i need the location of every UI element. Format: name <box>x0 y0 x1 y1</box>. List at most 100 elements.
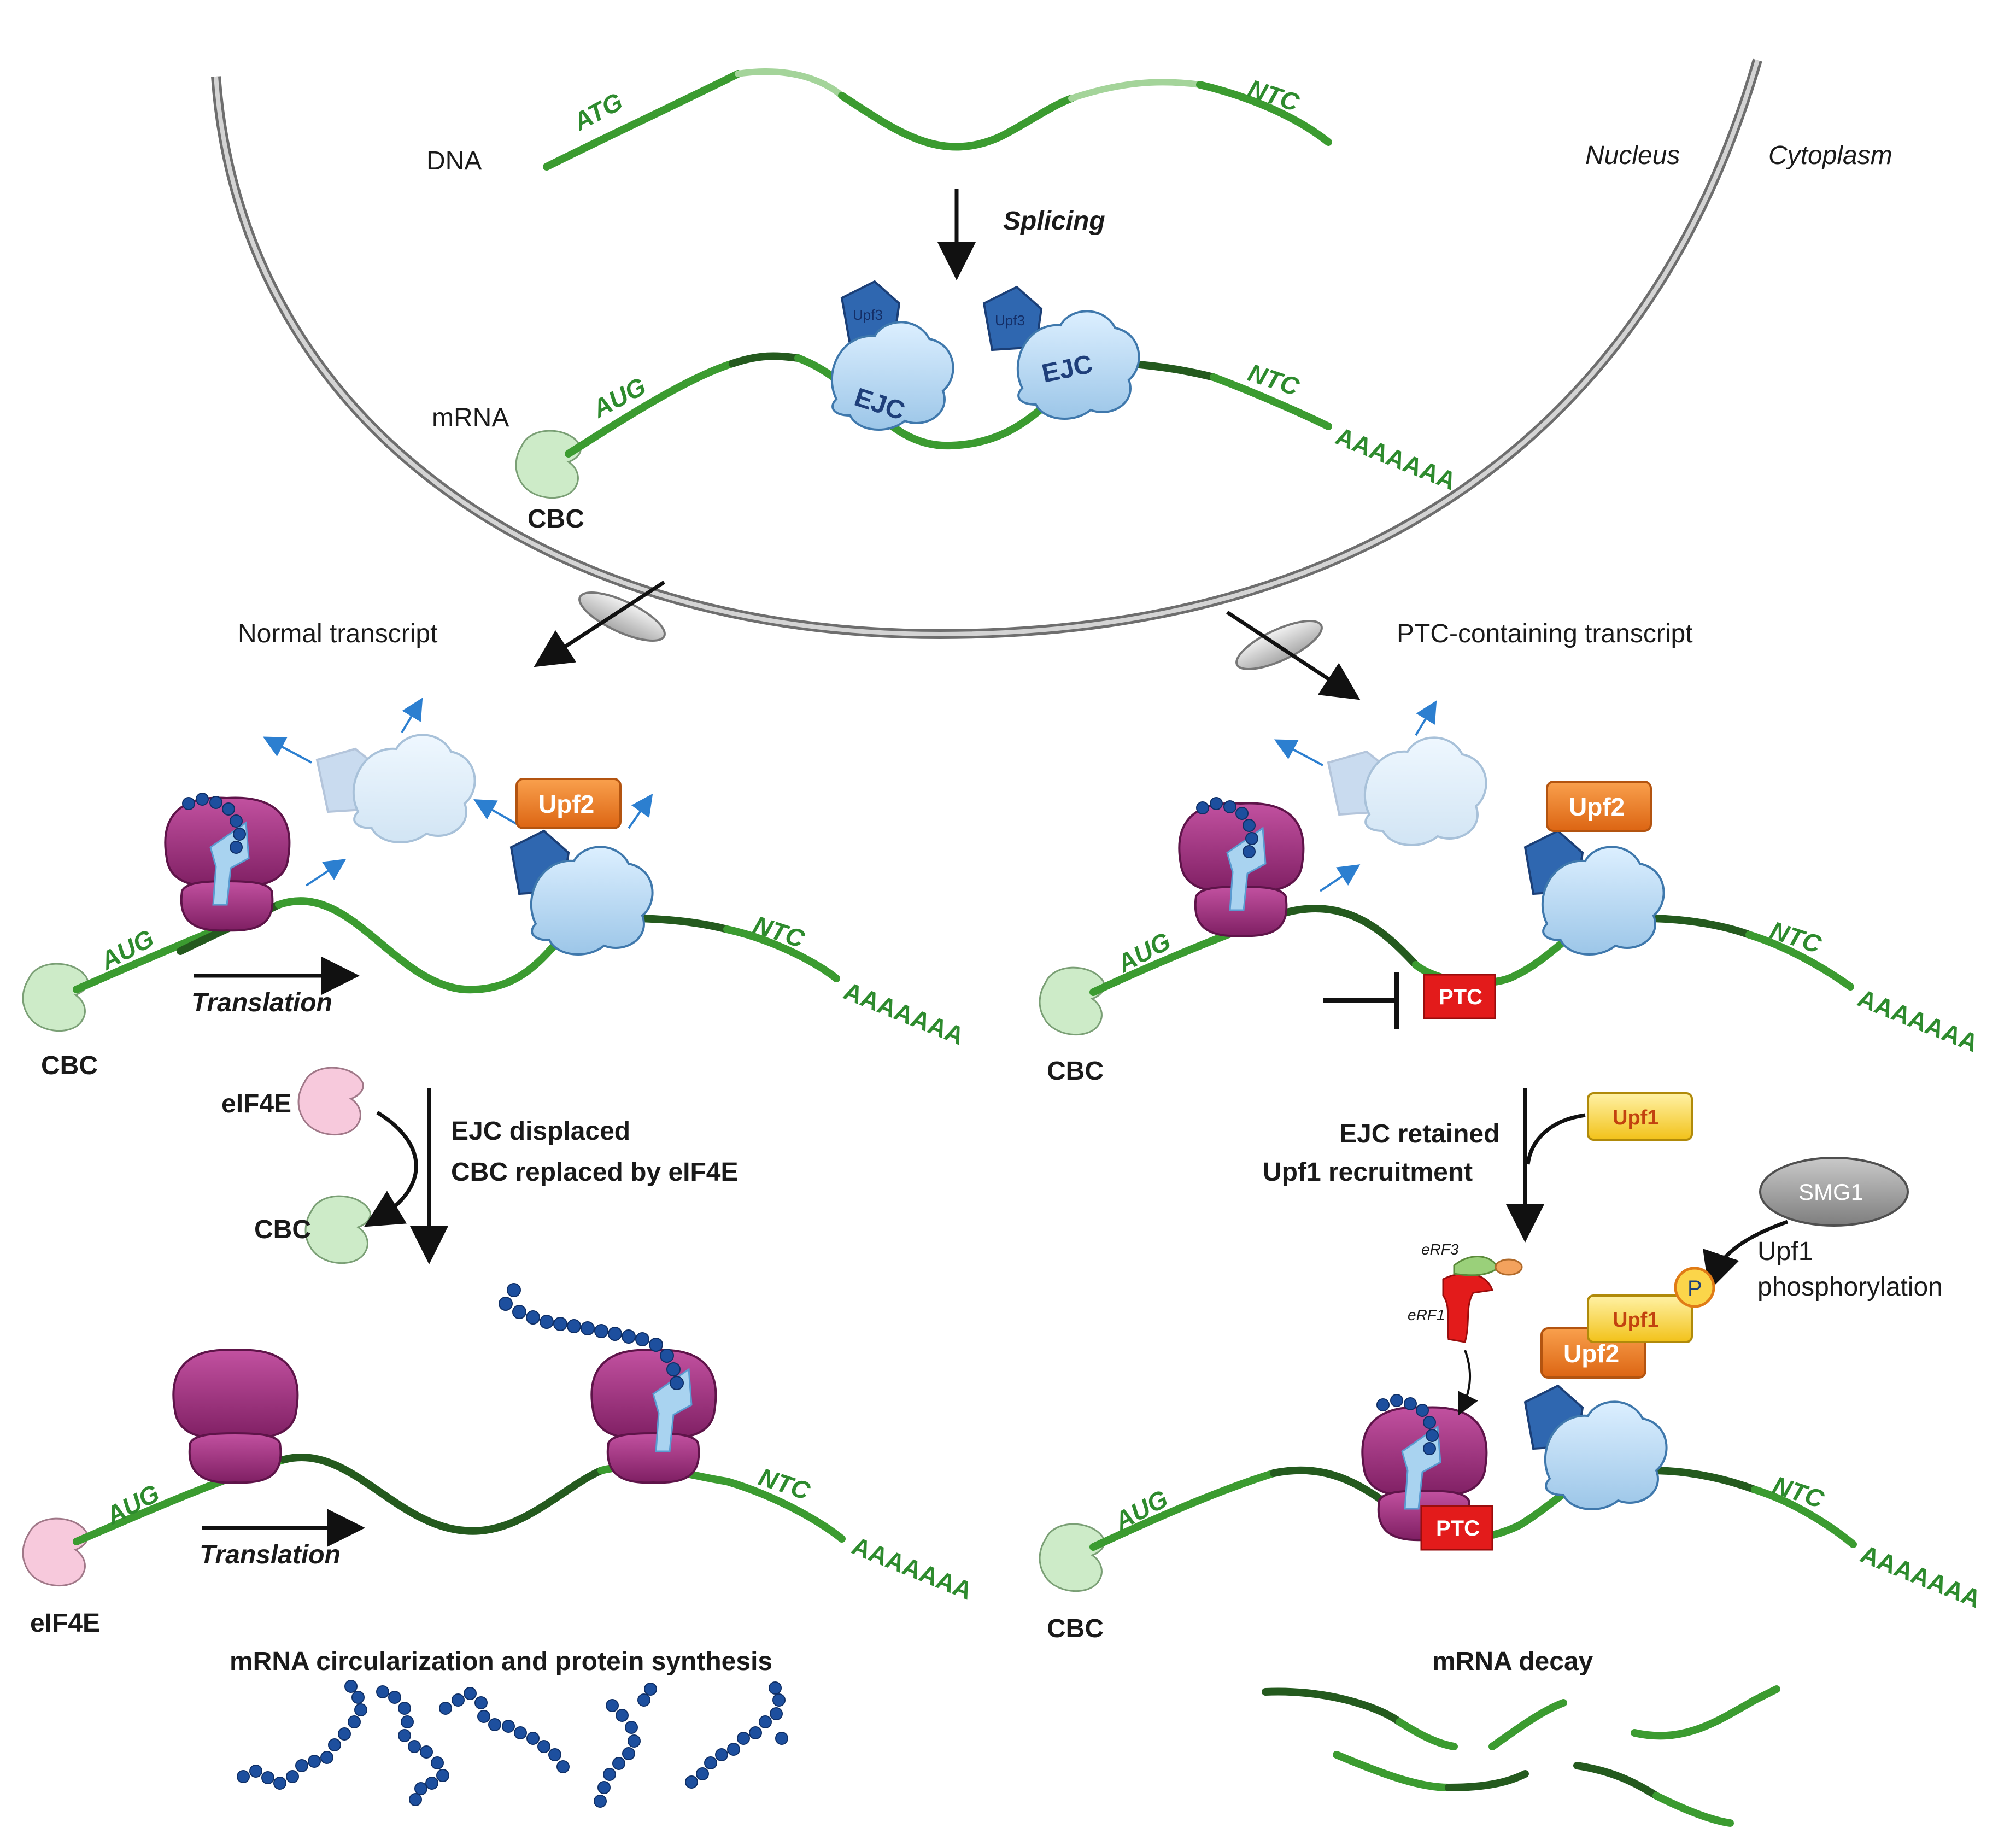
export-arrow-normal <box>534 581 665 667</box>
upf2-label-ptc: Upf2 <box>1569 793 1625 821</box>
erf3-gtp <box>1495 1258 1523 1276</box>
mrna-aug-label: AUG <box>587 372 650 423</box>
upf1-recruit-curve <box>1526 1113 1586 1165</box>
ptc-box-decay <box>1420 1505 1493 1551</box>
dna-label: DNA <box>426 147 482 175</box>
erf1-label: eRF1 <box>1408 1306 1445 1323</box>
ptc-transcript-label: PTC-containing transcript <box>1397 619 1693 648</box>
exchange-curve-arrow <box>364 1111 418 1227</box>
release-arrow-ptc-2 <box>1415 700 1437 736</box>
release-arrow-2 <box>401 698 423 734</box>
cbc-cap-normal <box>22 963 89 1032</box>
decayed-fragments <box>1262 1685 1780 1827</box>
ntc-label-bottom: NTC <box>755 1462 814 1505</box>
dna-intron-2 <box>1068 79 1203 102</box>
release-arrow-4 <box>473 799 520 827</box>
translation-label-bottom: Translation <box>200 1540 341 1569</box>
normal-transcript-label: Normal transcript <box>238 619 437 648</box>
peptide-normal <box>182 793 246 854</box>
ejc-retained-label: EJC retained <box>1339 1120 1499 1148</box>
normal-transcript-translating: CBC AUG NTC AAAAAAA Translation Upf2 <box>22 698 968 1080</box>
cbc-label-leaving: CBC <box>254 1215 311 1244</box>
ptc-label-middle: PTC <box>1439 985 1482 1009</box>
polya-label-bottom: AAAAAAA <box>848 1531 976 1605</box>
eif4e-label-bottom: eIF4E <box>30 1609 100 1638</box>
upf2-box-normal <box>515 778 622 829</box>
upf1-recruitment-label: Upf1 recruitment <box>1263 1158 1473 1187</box>
ribosome-bottom-1 <box>172 1349 299 1484</box>
cbc-label-decay: CBC <box>1047 1614 1104 1643</box>
polya-label-decay: AAAAAAA <box>1856 1539 1985 1613</box>
displaced-ejc-normal <box>315 734 476 844</box>
upf2-box-ptc <box>1546 781 1652 832</box>
cbc-label-normal: CBC <box>41 1051 98 1080</box>
upf1-label-incoming: Upf1 <box>1613 1106 1658 1129</box>
aug-label-bottom: AUG <box>101 1479 164 1530</box>
phosphorylation-label-1: Upf1 <box>1757 1237 1813 1266</box>
mrna-label: mRNA <box>432 403 509 432</box>
export-arrow-ptc <box>1226 611 1361 700</box>
dna-exon-1 <box>543 70 742 171</box>
upf1-label-decay: Upf1 <box>1613 1309 1658 1332</box>
phosphate-badge <box>1674 1267 1715 1308</box>
synthesized-proteins <box>237 1680 788 1808</box>
smg1-kinase <box>1759 1157 1909 1227</box>
upf2-label-decay: Upf2 <box>1563 1339 1619 1368</box>
cbc-cap-nucleus <box>515 430 582 499</box>
erf3-label: eRF3 <box>1421 1241 1459 1258</box>
upf1-box-decay <box>1587 1294 1693 1343</box>
smg1-label: SMG1 <box>1798 1179 1863 1205</box>
erf-binding-arrow <box>1458 1350 1478 1416</box>
phosphorylation-label-2: phosphorylation <box>1757 1273 1943 1302</box>
polya-label-ptc: AAAAAAA <box>1854 983 1982 1057</box>
dna-exon-2 <box>838 92 1075 151</box>
splicing-label: Splicing <box>1003 207 1105 236</box>
cbc-leaving <box>304 1195 371 1264</box>
peptide-decay <box>1376 1394 1439 1455</box>
ptc-transcript-translating: CBC AUG NTC AAAAAAA Upf2 PTC <box>1039 700 1982 1086</box>
polya-label-normal: AAAAAAA <box>840 976 968 1050</box>
ptc-box-middle <box>1423 974 1496 1019</box>
erf3-factor <box>1453 1256 1499 1276</box>
cbc-label-ptc: CBC <box>1047 1057 1104 1086</box>
cbc-replaced-label: CBC replaced by eIF4E <box>451 1158 739 1187</box>
release-arrow-ptc-3 <box>1319 864 1361 892</box>
release-arrow-1 <box>262 736 312 764</box>
dna-exon-3 <box>1196 81 1332 146</box>
cbc-label-nucleus: CBC <box>528 505 584 534</box>
mrna-nucleus-dark-1 <box>729 352 802 367</box>
release-arrow-ptc-1 <box>1274 739 1323 766</box>
eif4e-label-incoming: eIF4E <box>221 1089 291 1118</box>
nuclear-pore-left <box>578 591 666 642</box>
ejc-displaced-label: EJC displaced <box>451 1117 630 1146</box>
mrna-nucleus-5 <box>565 360 736 458</box>
upf3-label-nucleus-1: Upf3 <box>853 307 883 323</box>
displaced-ejc-ptc <box>1327 736 1487 847</box>
ribosome-bottom-2 <box>590 1349 717 1484</box>
mrna-polya-label: AAAAAAA <box>1332 421 1460 495</box>
cbc-cap-decay <box>1039 1523 1105 1592</box>
normal-transcript-circularized: eIF4E AUG NTC AAAAAAA Translation <box>22 1283 976 1638</box>
upf2-label-normal: Upf2 <box>538 790 594 818</box>
cbc-cap-ptc <box>1039 966 1105 1036</box>
erf1-factor <box>1442 1273 1493 1343</box>
translation-label-normal: Translation <box>191 988 332 1017</box>
peptide-bottom <box>499 1283 684 1390</box>
upf3-label-nucleus-2: Upf3 <box>995 312 1025 329</box>
eif4e-cap-bottom <box>22 1517 89 1587</box>
nucleus-label: Nucleus <box>1585 141 1680 170</box>
cytoplasm-label: Cytoplasm <box>1768 141 1892 170</box>
synthesis-label: mRNA circularization and protein synthes… <box>230 1647 772 1676</box>
dna-intron-1 <box>735 68 845 99</box>
peptide-ptc <box>1196 797 1258 858</box>
phosphorylation-arrow <box>1703 1220 1789 1291</box>
decay-label: mRNA decay <box>1432 1647 1593 1676</box>
eif4e-incoming <box>297 1067 364 1136</box>
mrna-nucleus-dark-2 <box>1122 360 1217 381</box>
release-arrow-3 <box>305 859 347 887</box>
upf1-box-incoming <box>1587 1092 1693 1141</box>
mrna-nucleus-3 <box>1210 373 1332 430</box>
phosphate-label: P <box>1687 1276 1702 1300</box>
ptc-label-decay: PTC <box>1436 1516 1480 1540</box>
